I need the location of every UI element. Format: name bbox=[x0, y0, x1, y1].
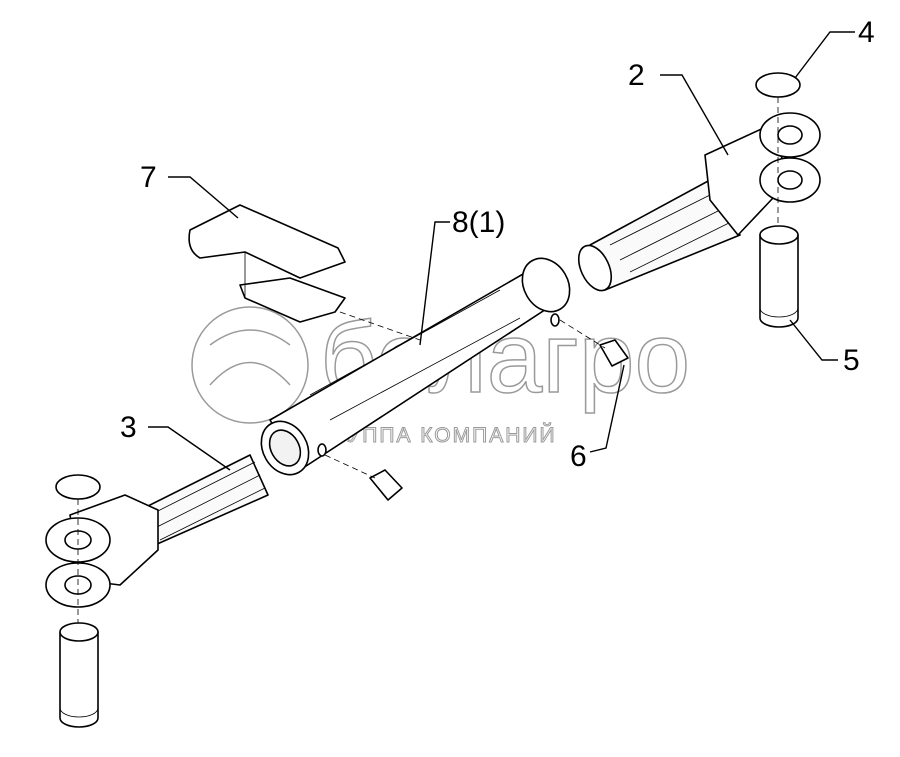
callout-3: 3 bbox=[120, 411, 137, 444]
part-5-pin-right bbox=[759, 225, 799, 328]
part-5-pin-left bbox=[59, 622, 99, 728]
part-4-retaining-ring bbox=[755, 72, 801, 98]
part-4-retaining-ring-left bbox=[55, 474, 101, 500]
part-7-bracket bbox=[188, 204, 346, 323]
callout-7: 7 bbox=[140, 161, 157, 194]
watermark-logo-circle bbox=[191, 306, 309, 424]
callout-5: 5 bbox=[843, 344, 860, 377]
callout-6: 6 bbox=[570, 440, 587, 473]
callout-8: 8(1) bbox=[452, 206, 505, 239]
callout-4: 4 bbox=[858, 16, 875, 49]
part-6-grease-fittings bbox=[324, 311, 629, 501]
part-8-sleeve bbox=[260, 257, 571, 476]
callout-2: 2 bbox=[628, 59, 645, 92]
